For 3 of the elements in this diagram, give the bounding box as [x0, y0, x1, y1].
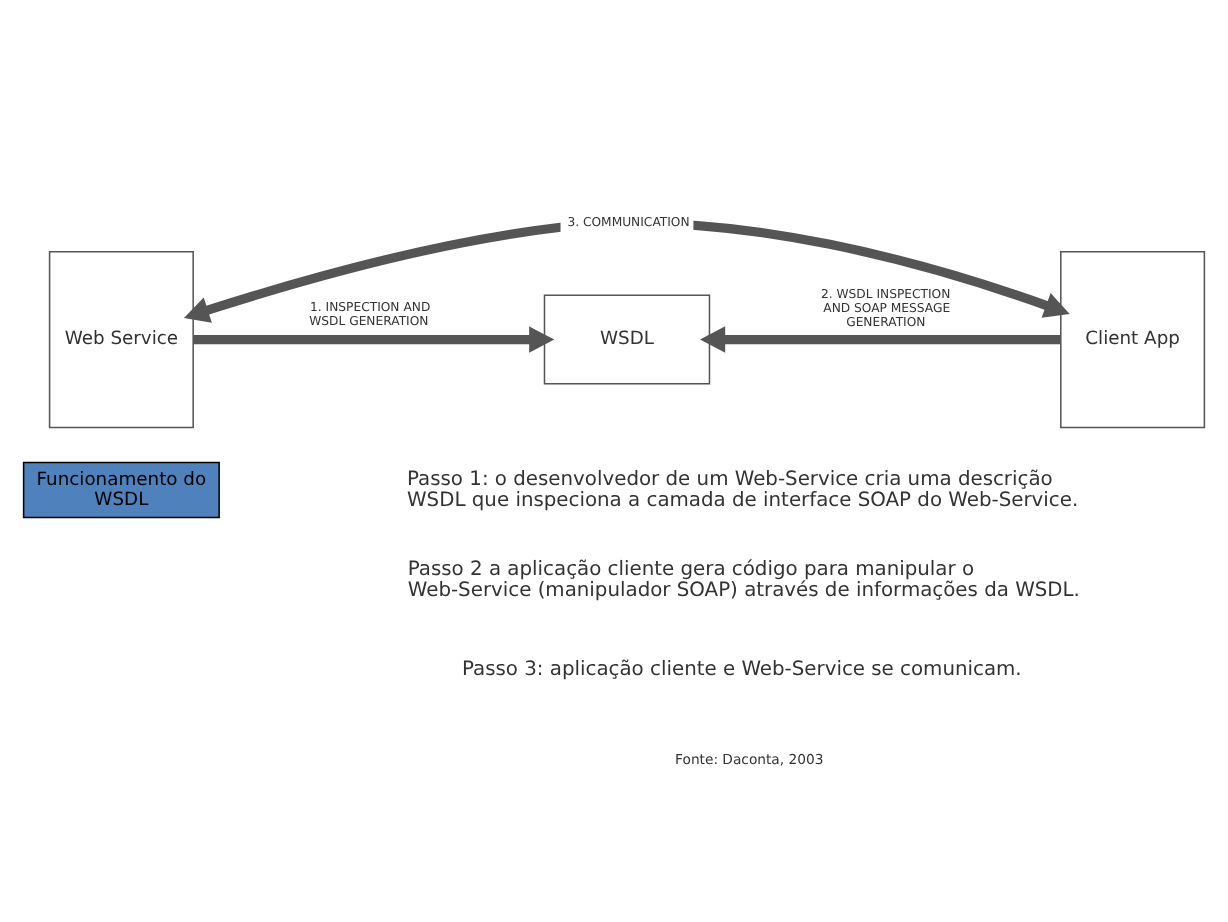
label: Passo 2 a aplicação cliente gera código para manipular o Web-Service (manipulador SOAP) através de informações da WSDL.	[407, 558, 1080, 603]
label: Passo 1: o desenvolvedor de um Web-Service cria uma descrição WSDL que inspeciona a camada de interface SOAP do Web-Service.	[407, 468, 1079, 512]
label: Passo 3: aplicação cliente e Web-Service se comunicam.	[462, 659, 1022, 682]
